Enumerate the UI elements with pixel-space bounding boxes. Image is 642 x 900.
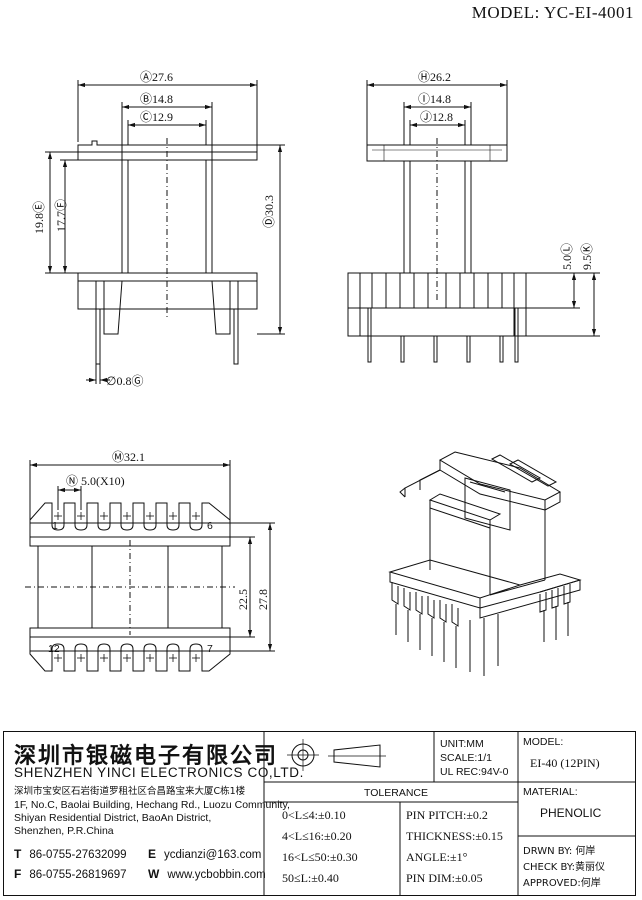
model-field-value: EI-40 (12PIN) bbox=[530, 756, 600, 770]
tolerance-row-2: 4<L≤16:±0.20 bbox=[282, 829, 352, 843]
drawn-by: DRWN BY: 何岸 bbox=[523, 846, 596, 857]
dim-22-5-label: 22.5 bbox=[236, 589, 250, 610]
angle-tolerance: ANGLE:±1° bbox=[406, 850, 468, 864]
dim-b-label: Ⓑ14.8 bbox=[140, 92, 174, 106]
email-value: ycdianzi@163.com bbox=[164, 849, 262, 861]
material-field-label: MATERIAL: bbox=[523, 786, 578, 798]
dim-f-label: 17.7Ⓕ bbox=[54, 198, 68, 232]
pin-6-label: 6 bbox=[207, 520, 213, 532]
phone-row: T 86-0755-27632099 bbox=[14, 847, 127, 861]
dim-j-label: Ⓙ12.8 bbox=[420, 110, 454, 124]
ul-rec-label: UL REC:94V-0 bbox=[440, 766, 509, 778]
front-view bbox=[45, 80, 285, 384]
tolerance-title: TOLERANCE bbox=[364, 787, 428, 799]
approved-by: APPROVED:何岸 bbox=[523, 878, 601, 889]
tolerance-row-3: 16<L≤50:±0.30 bbox=[282, 850, 358, 864]
pin-7-label: 7 bbox=[207, 643, 213, 655]
isometric-view bbox=[388, 451, 582, 676]
tolerance-row-4: 50≤L:±0.40 bbox=[282, 871, 339, 885]
phone-value: 86-0755-27632099 bbox=[29, 849, 127, 861]
tolerance-row-1: 0<L≤4:±0.10 bbox=[282, 808, 346, 822]
bottom-view bbox=[25, 460, 275, 672]
dim-i-label: Ⓘ14.8 bbox=[418, 92, 452, 106]
address-en-2: Shiyan Residential District, BaoAn Distr… bbox=[14, 812, 212, 824]
thickness-tolerance: THICKNESS:±0.15 bbox=[406, 829, 503, 843]
dim-l-label: 5.0Ⓛ bbox=[560, 242, 574, 270]
pin-dim-tolerance: PIN DIM:±0.05 bbox=[406, 871, 483, 885]
dim-h-label: Ⓗ26.2 bbox=[418, 70, 452, 84]
dim-d-label: Ⓓ30.3 bbox=[262, 194, 276, 228]
pin-pitch-tolerance: PIN PITCH:±0.2 bbox=[406, 808, 488, 822]
email-label: E bbox=[148, 847, 157, 861]
pin-12-label: 12 bbox=[48, 643, 60, 655]
fax-row: F 86-0755-26819697 bbox=[14, 867, 127, 881]
title-block-lines bbox=[263, 732, 636, 895]
check-by: CHECK BY:黄丽仪 bbox=[523, 862, 606, 873]
scale-label: SCALE:1/1 bbox=[440, 752, 492, 764]
web-value: www.ycbobbin.com bbox=[167, 869, 266, 881]
company-name-cn: 深圳市银磁电子有限公司 bbox=[14, 744, 279, 769]
address-en-1: 1F, No.C, Baolai Building, Hechang Rd., … bbox=[14, 799, 290, 811]
fax-value: 86-0755-26819697 bbox=[29, 869, 127, 881]
dim-k-label: 9.5Ⓚ bbox=[580, 242, 594, 270]
company-name-en: SHENZHEN YINCI ELECTRONICS CO,LTD. bbox=[14, 765, 304, 780]
unit-label: UNIT:MM bbox=[440, 738, 484, 750]
pin-1-label: 1 bbox=[52, 520, 58, 532]
dim-m-label: Ⓜ32.1 bbox=[112, 450, 146, 464]
address-cn: 深圳市宝安区石岩街道罗租社区合昌路宝来大厦C栋1楼 bbox=[14, 786, 246, 797]
material-field-value: PHENOLIC bbox=[540, 806, 602, 820]
title-block bbox=[3, 731, 636, 896]
web-label: W bbox=[148, 867, 160, 881]
address-en-3: Shenzhen, P.R.China bbox=[14, 825, 114, 837]
fax-label: F bbox=[14, 867, 22, 881]
model-header: MODEL: YC-EI-4001 bbox=[471, 3, 634, 22]
dim-27-8-label: 27.8 bbox=[256, 589, 270, 610]
dim-n-label: Ⓝ 5.0(X10) bbox=[66, 474, 125, 488]
side-view bbox=[347, 80, 600, 363]
dim-a-label: Ⓐ27.6 bbox=[140, 70, 174, 84]
dim-e-label: 19.8Ⓔ bbox=[32, 200, 46, 234]
dim-c-label: Ⓒ12.9 bbox=[140, 110, 174, 124]
phone-label: T bbox=[14, 847, 22, 861]
model-field-label: MODEL: bbox=[523, 736, 564, 748]
dim-g-label: ∅0.8Ⓖ bbox=[106, 374, 144, 388]
